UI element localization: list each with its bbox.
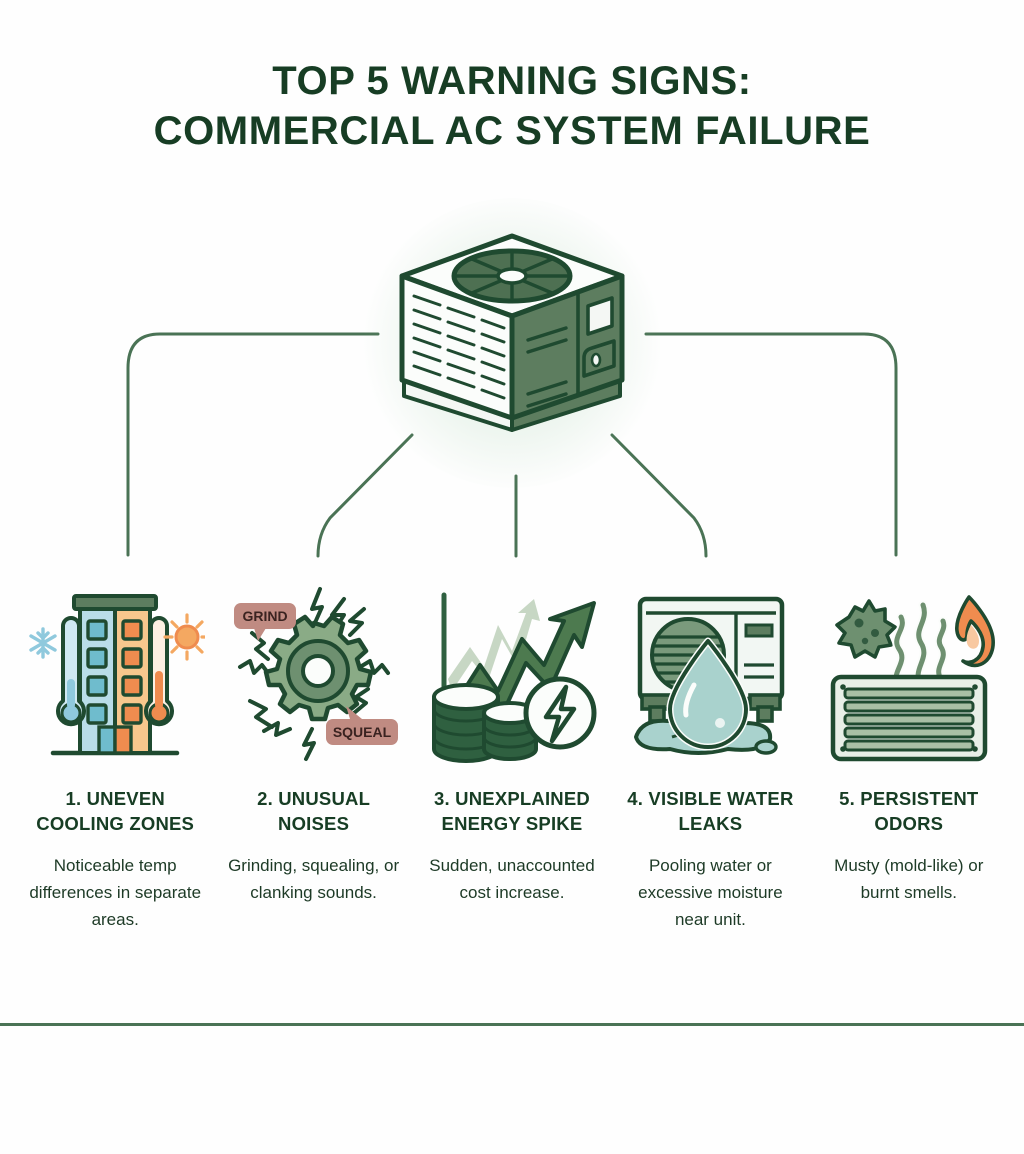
badge-squeal: SQUEAL (325, 706, 398, 745)
warning-item-2-title: 2. UNUSUAL NOISES (257, 788, 371, 834)
building-hot-cold-thermometers-icon (29, 594, 206, 756)
warning-item-4-description: Pooling water or excessive moisture near… (638, 856, 783, 929)
warning-item-3-icon-wrap (422, 576, 602, 766)
warning-item-3-description: Sudden, unaccounted cost increase. (429, 856, 595, 902)
warning-item-5-title: 5. PERSISTENT ODORS (839, 788, 979, 834)
connector-line-5 (644, 332, 898, 557)
warning-item-2-description: Grinding, squealing, or clanking sounds. (228, 856, 400, 902)
connector-line-1 (126, 332, 380, 557)
warning-item-1[interactable]: 1. UNEVEN COOLING ZONES Noticeable temp … (16, 576, 214, 933)
warning-item-1-title: 1. UNEVEN COOLING ZONES (36, 788, 195, 834)
warning-item-3-title: 3. UNEXPLAINED ENERGY SPIKE (434, 788, 590, 834)
rising-cost-coins-lightning-icon (431, 592, 597, 763)
page-title: TOP 5 WARNING SIGNS: COMMERCIAL AC SYSTE… (0, 56, 1024, 156)
warning-item-5-description: Musty (mold-like) or burnt smells. (834, 856, 984, 902)
warning-item-4-title: 4. VISIBLE WATER LEAKS (627, 788, 794, 834)
warning-item-4[interactable]: 4. VISIBLE WATER LEAKS Pooling water or … (611, 576, 809, 933)
ac-unit-water-droplet-puddle-icon (634, 596, 785, 755)
coin-stack-right (481, 701, 538, 761)
warning-item-4-icon-wrap (620, 576, 800, 766)
mold-germ-icon (834, 599, 897, 659)
warning-item-3[interactable]: 3. UNEXPLAINED ENERGY SPIKE Sudden, unac… (413, 576, 611, 933)
svg-text:SQUEAL: SQUEAL (332, 724, 391, 740)
warning-item-1-description: Noticeable temp differences in separate … (29, 856, 202, 929)
badge-grind: GRIND (233, 603, 296, 641)
warning-item-2[interactable]: GRIND SQUEAL 2. UNUSUAL NOISES Grinding,… (214, 576, 412, 933)
warning-item-5-icon-wrap (819, 576, 999, 766)
vent-grille-odor-mold-flame-icon (830, 595, 995, 762)
warning-signs-grid: 1. UNEVEN COOLING ZONES Noticeable temp … (16, 576, 1008, 933)
commercial-ac-condenser-icon (399, 233, 625, 432)
title-line-1: TOP 5 WARNING SIGNS: (272, 59, 752, 103)
flame-icon (954, 595, 995, 668)
gear-noise-bursts-icon: GRIND SQUEAL (233, 587, 398, 761)
footer-divider (0, 1023, 1024, 1026)
svg-text:GRIND: GRIND (242, 608, 287, 624)
warning-item-1-icon-wrap (25, 576, 206, 766)
warning-item-2-icon-wrap: GRIND SQUEAL (224, 576, 404, 766)
title-line-2: COMMERCIAL AC SYSTEM FAILURE (153, 109, 871, 153)
warning-item-5[interactable]: 5. PERSISTENT ODORS Musty (mold-like) or… (810, 576, 1008, 933)
hero-ac-unit (362, 198, 662, 488)
